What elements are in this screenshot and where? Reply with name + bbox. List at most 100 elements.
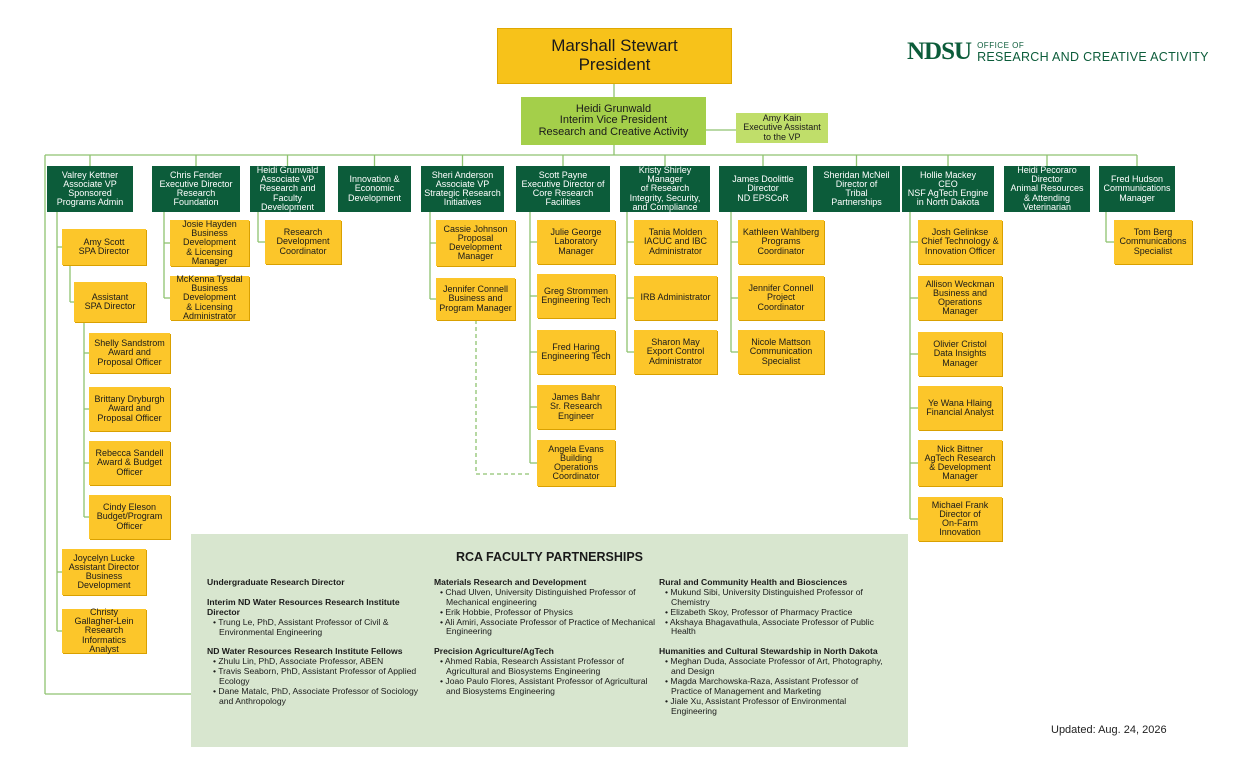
executive-assistant-box-line: Amy Kain <box>762 113 802 124</box>
dept-box-sponsored-programs-line: Programs Admin <box>56 197 124 208</box>
staff-agtech-0-line: Josh Gelinkse <box>931 227 989 238</box>
dept-box-agtech-engine-line: NSF AgTech Engine <box>907 188 989 198</box>
dept-box-faculty-development-line: Research and <box>259 183 316 194</box>
staff-spa-6-line: Joycelyn Lucke <box>73 552 135 563</box>
dept-box-animal-resources-line: Heidi Pecoraro <box>1017 165 1077 176</box>
staff-strategic-0-line: Cassie Johnson <box>443 223 508 234</box>
dept-box-research-foundation-line: Research <box>176 188 216 198</box>
staff-spa-7-line: Analyst <box>89 643 119 654</box>
staff-epscor-0-line: Programs <box>761 236 801 247</box>
dept-box-innovation-economic-line: Economic <box>354 183 395 194</box>
staff-spa-2-line: Award and <box>108 347 151 358</box>
staff-compliance-2-line: Administrator <box>648 355 702 366</box>
staff-foundation-0-line: Business <box>191 228 228 239</box>
partnership-member: Meghan Duda, Associate Professor of Art,… <box>659 656 891 677</box>
staff-strategic-0-line: Development <box>448 242 503 252</box>
partnership-member: Ahmed Rabia, Research Assistant Professo… <box>434 656 656 677</box>
dept-box-sponsored-programs-line: Sponsored <box>68 188 112 198</box>
updated-date: Updated: Aug. 24, 2026 <box>1051 724 1167 736</box>
partnerships-title: RCA FACULTY PARTNERSHIPS <box>455 550 644 564</box>
staff-agtech-0-line: Chief Technology & <box>921 236 999 247</box>
staff-faculty-0-line: Coordinator <box>279 245 327 256</box>
staff-core-3-line: Sr. Research <box>549 401 603 412</box>
partnership-group: Precision Agriculture/AgTechAhmed Rabia,… <box>434 646 656 696</box>
partnership-heading: Rural and Community Health and Bioscienc… <box>659 577 848 587</box>
staff-agtech-1-line: Business and <box>932 287 988 298</box>
partnership-column-1: Materials Research and DevelopmentChad U… <box>434 577 656 707</box>
dept-box-nd-epscor-line: James Doolittle <box>732 174 794 185</box>
staff-spa-4-line: Award & Budget <box>97 457 162 468</box>
staff-core-1-line: Engineering Tech <box>541 295 611 305</box>
dept-box-agtech-engine-line: CEO <box>938 178 958 189</box>
dept-box-communications-line: Fred Hudson <box>1110 174 1164 185</box>
staff-foundation-0-line: & Licensing <box>186 246 233 257</box>
staff-foundation-0-line: Development <box>182 237 237 248</box>
staff-agtech-4-line: Manager <box>942 471 978 482</box>
partnership-group: Rural and Community Health and Bioscienc… <box>659 577 891 637</box>
staff-agtech-4-line: AgTech Research <box>924 452 996 463</box>
staff-spa-1-line: Assistant <box>91 291 129 302</box>
dept-box-animal-resources-line: Director <box>1031 174 1063 185</box>
staff-agtech-3-line: Financial Analyst <box>926 407 994 417</box>
staff-spa-6-line: Development <box>77 580 131 591</box>
staff-epscor-0-line: Coordinator <box>757 245 805 256</box>
partnership-heading: Interim ND Water Resources Research Inst… <box>207 596 400 617</box>
partnership-heading: Humanities and Cultural Stewardship in N… <box>659 646 878 657</box>
partnership-heading: Undergraduate Research Director <box>207 577 345 587</box>
staff-foundation-1-line: Administrator <box>182 310 236 321</box>
staff-core-0-line: Manager <box>558 245 594 256</box>
partnership-group: Humanities and Cultural Stewardship in N… <box>659 646 891 716</box>
dept-box-research-foundation-line: Chris Fender <box>169 169 223 180</box>
partnership-member: Mukund Sibi, University Distinguished Pr… <box>659 587 891 608</box>
dept-box-agtech-engine-line: Hollie Mackey <box>919 169 977 180</box>
staff-strategic-1-line: Jennifer Connell <box>442 284 509 295</box>
staff-core-1-line: Greg Strommen <box>543 285 609 296</box>
staff-agtech-2-line: Data Insights <box>933 348 987 359</box>
dept-box-faculty-development-line: Faculty <box>272 192 302 203</box>
staff-spa-5-line: Cindy Eleson <box>102 502 157 513</box>
dept-box-animal-resources-line: & Attending <box>1023 192 1071 203</box>
vice-president-box-line: Interim Vice President <box>559 114 668 127</box>
dept-box-research-foundation-line: Foundation <box>173 197 219 208</box>
dept-box-compliance-line: of Research <box>640 183 690 194</box>
dept-box-compliance-line: and Compliance <box>632 201 698 212</box>
dept-box-animal-resources-line: Animal Resources <box>1010 183 1084 194</box>
staff-epscor-0-line: Kathleen Wahlberg <box>742 227 820 238</box>
staff-strategic-1-line: Program Manager <box>439 302 512 313</box>
staff-core-3-line: James Bahr <box>551 392 601 403</box>
staff-foundation-1-line: McKenna Tysdal <box>176 274 243 285</box>
staff-foundation-1-line: & Licensing <box>186 301 233 312</box>
dept-box-core-facilities-line: Executive Director of <box>521 178 605 189</box>
staff-spa-6-line: Assistant Director <box>68 561 140 572</box>
staff-spa-3-line: Award and <box>108 403 151 414</box>
dept-box-strategic-research-line: Strategic Research <box>424 188 501 198</box>
staff-core-4-line: Building <box>559 452 593 463</box>
staff-agtech-4-line: Nick Bittner <box>936 443 983 454</box>
staff-spa-3-line: Brittany Dryburgh <box>94 394 165 405</box>
dept-box-strategic-research-line: Initiatives <box>443 197 482 208</box>
partnership-group: Interim ND Water Resources Research Inst… <box>207 596 427 638</box>
staff-spa-0-line: SPA Director <box>78 246 130 256</box>
staff-agtech-4-line: & Development <box>929 462 991 472</box>
staff-comms-0-line: Communications <box>1119 236 1187 247</box>
dept-box-sponsored-programs-line: Associate VP <box>63 178 117 189</box>
dept-box-compliance-line: Kristy Shirley <box>638 165 692 176</box>
staff-epscor-2-line: Nicole Mattson <box>751 337 811 348</box>
dept-box-nd-epscor-line: ND EPSCoR <box>737 192 789 203</box>
staff-agtech-1-line: Allison Weckman <box>925 278 995 289</box>
dept-box-core-facilities-line: Scott Payne <box>538 169 588 180</box>
